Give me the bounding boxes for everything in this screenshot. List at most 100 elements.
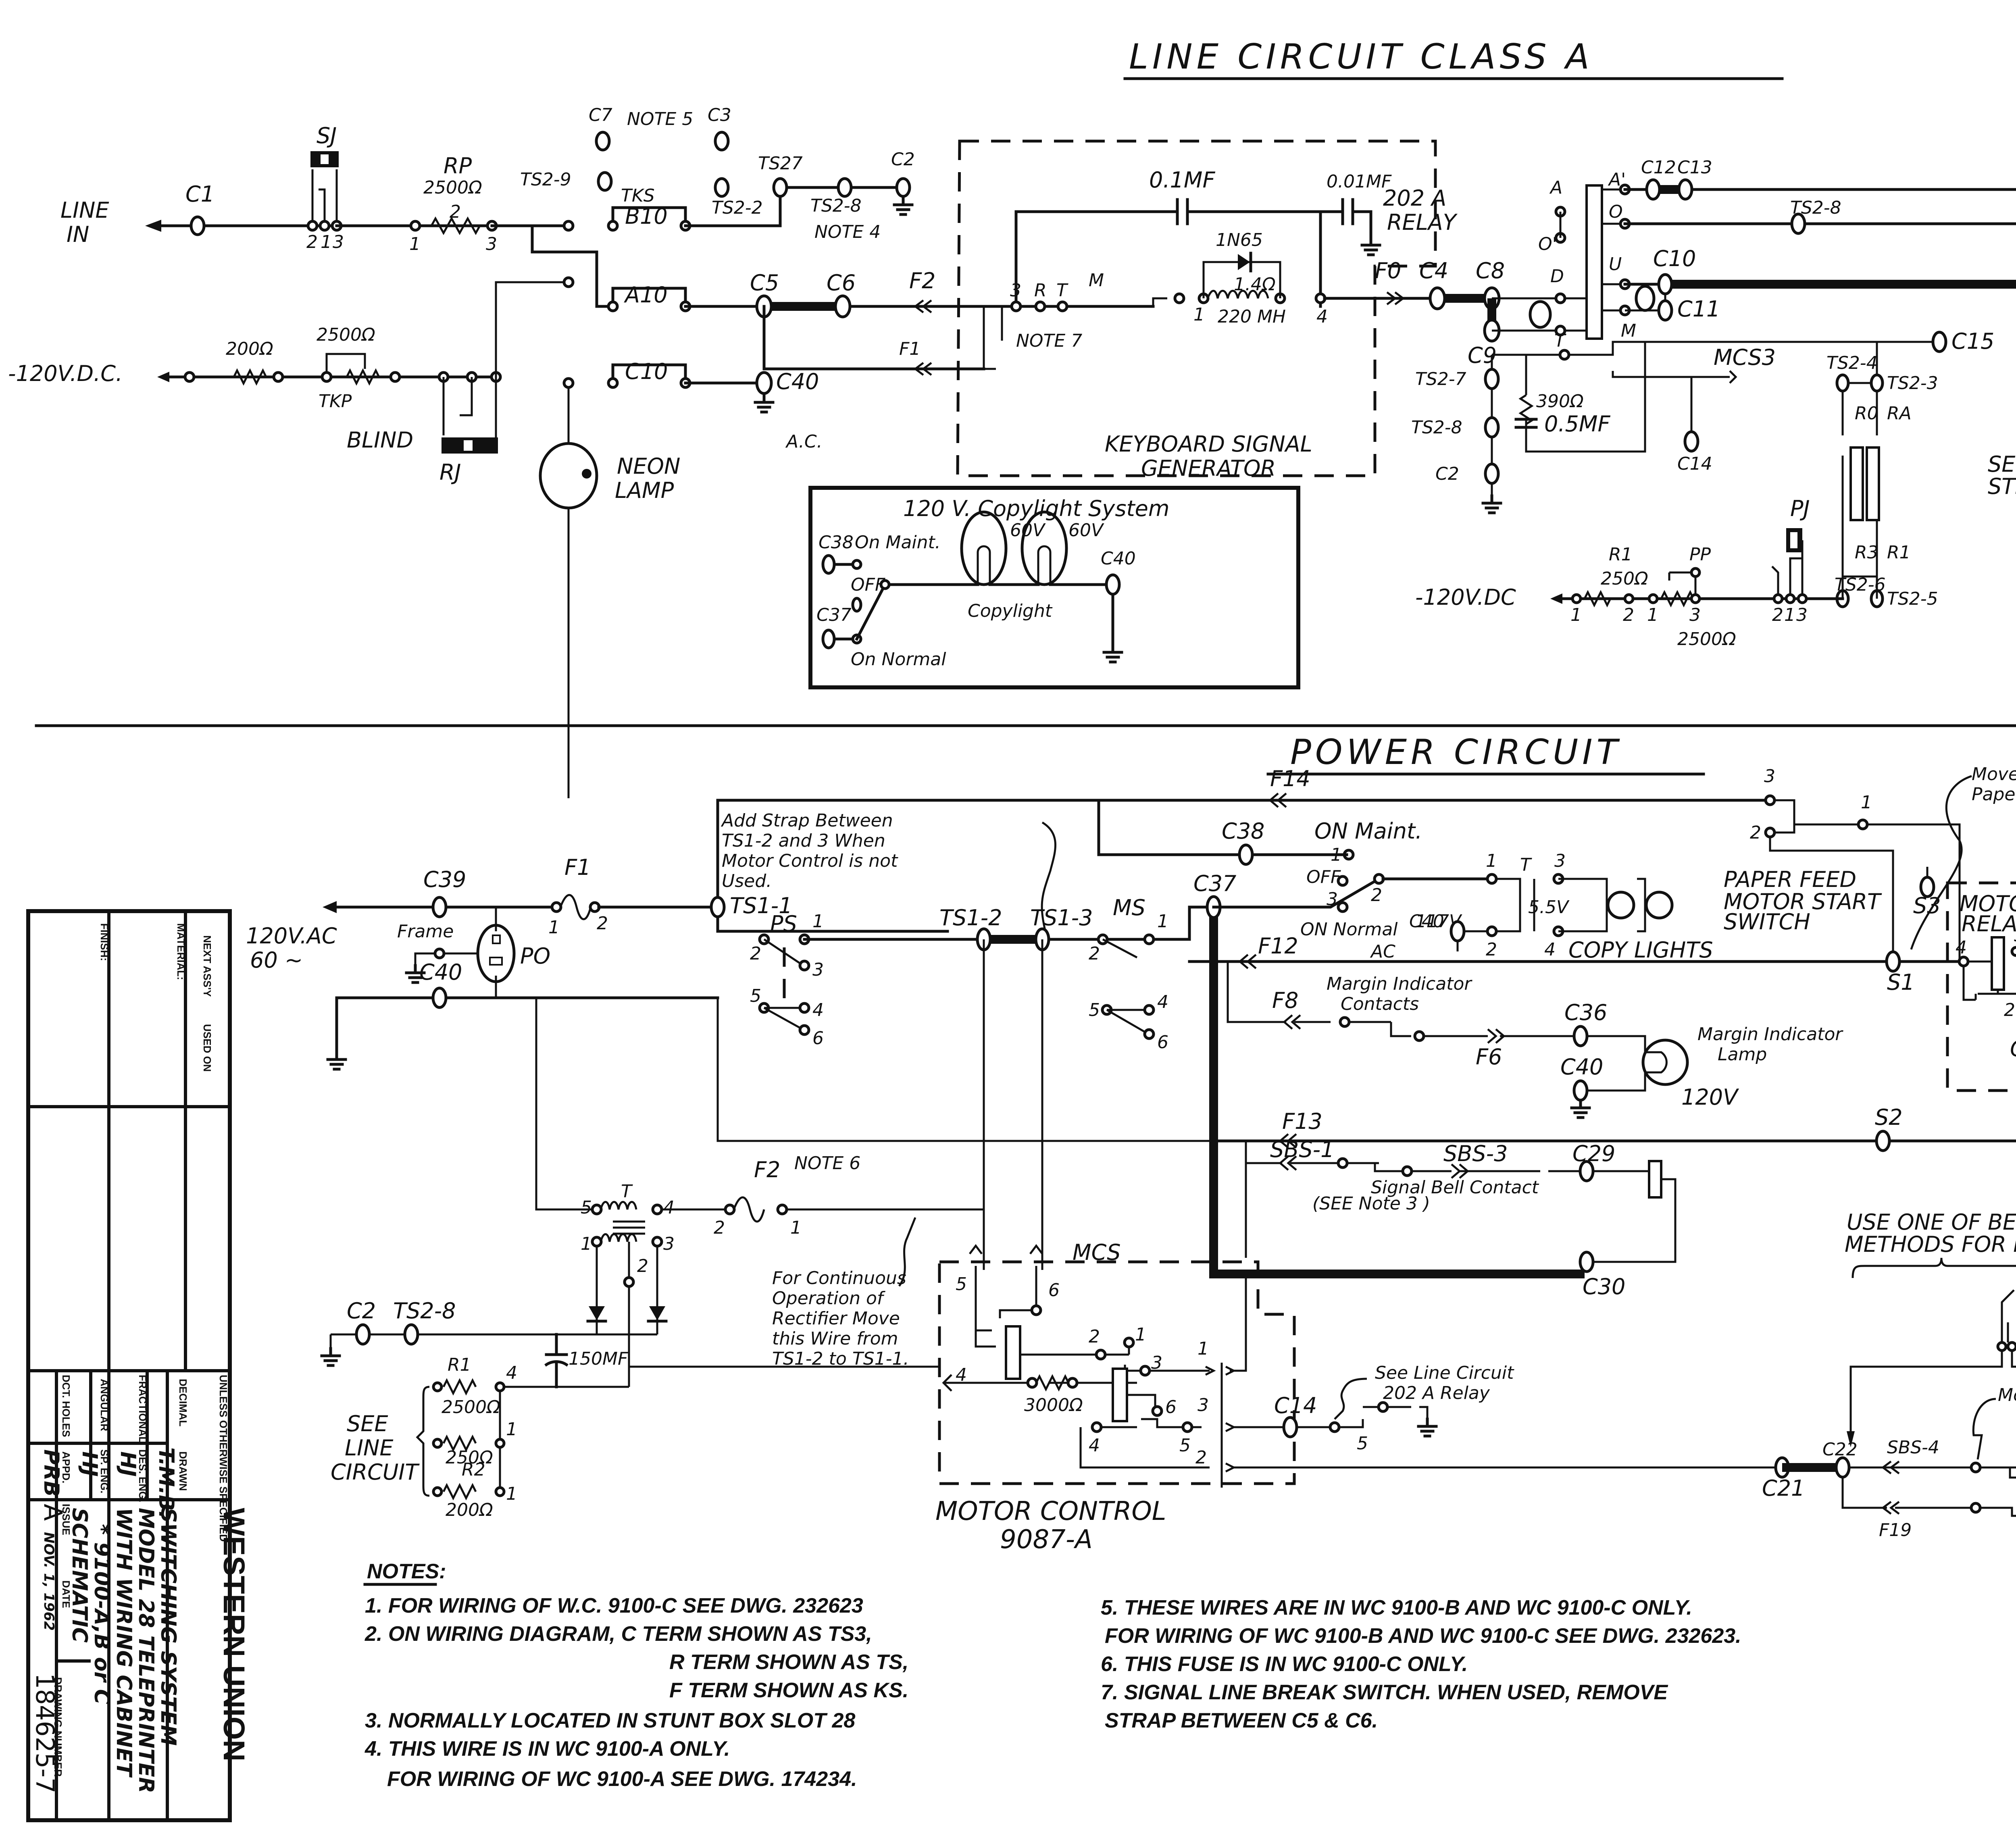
rectifier-note-3: Rectifier Move <box>772 1308 900 1329</box>
tolerance-label: UNLESS OTHERWISE SPECIFIED <box>217 1375 229 1542</box>
r1c-label: R1 <box>1609 544 1633 565</box>
m-label: M <box>1621 321 1636 341</box>
capacitor-label-2: CAPACITOR <box>2010 1036 2016 1061</box>
pin-label: 1 <box>506 1419 517 1440</box>
relay-coil-u-icon <box>1635 285 1656 312</box>
note-item: 4. THIS WIRE IS IN WC 9100-A ONLY. <box>364 1737 730 1761</box>
title-block: FINISH: MATERIAL: NEXT ASS'Y USED ON UNL… <box>26 909 251 1822</box>
c10-label: C10 <box>1653 246 1696 271</box>
pin-label: D <box>1550 266 1564 287</box>
r0-label: R0 <box>1855 403 1879 424</box>
use-one-label-1: USE ONE OF BELOW <box>1847 1209 2016 1235</box>
r2-label: R2 <box>462 1459 485 1480</box>
pin-label: 6 <box>1048 1280 1060 1301</box>
switch-c10-icon <box>611 363 687 385</box>
c14-power-label: C14 <box>1274 1393 1317 1418</box>
sp-eng-label: SP. ENG. <box>98 1449 110 1493</box>
r3-label: R3 <box>1855 542 1879 563</box>
pin-label: 1 <box>1861 792 1872 813</box>
pin-label: 1 <box>506 1484 517 1504</box>
switch-lever-icon <box>855 583 887 641</box>
ps-label: PS <box>770 911 797 937</box>
c5-label: C5 <box>750 270 779 296</box>
on-maint-label: ON Maint. <box>1314 818 1422 844</box>
note-item: 5. THESE WIRES ARE IN WC 9100-B AND WC 9… <box>1101 1596 1692 1619</box>
switch-ms-icon <box>1102 938 1146 1033</box>
mcs3-label: MCS3 <box>1714 345 1776 370</box>
pin-label: 4 <box>1157 992 1168 1012</box>
pin-label: 1 <box>1784 605 1795 625</box>
drawn-value: T.M.B. <box>154 1447 178 1519</box>
neg120-label: -120V.D.C. <box>8 361 123 386</box>
relay-label-2: RELAY <box>1962 911 2016 937</box>
appd-value: PRB <box>39 1449 63 1497</box>
resistor-250-icon <box>1583 590 1612 608</box>
selector-label-2: STRAPPED FOR 70 MIL. OPR. <box>1988 474 2016 499</box>
pin-label: 1 <box>1135 1324 1146 1345</box>
diode-label: 1N65 <box>1216 230 1263 250</box>
s2-label: S2 <box>1875 1105 1903 1130</box>
see-line-202a-2: 202 A Relay <box>1383 1383 1490 1403</box>
arrow-icon <box>157 372 169 382</box>
pin-label: 3 <box>663 1234 675 1254</box>
c2-power-label: C2 <box>347 1298 376 1324</box>
pf-switch-label-2: MOTOR START <box>1724 889 1882 914</box>
c21-label: C21 <box>1762 1476 1805 1501</box>
pin-label: 2 <box>1089 1326 1100 1347</box>
issue-value: A <box>38 1504 68 1521</box>
lmu3-box <box>1946 881 2016 1092</box>
ksg-title-1: KEYBOARD SIGNAL <box>1105 431 1312 457</box>
see-line-202a-1: See Line Circuit <box>1375 1363 1514 1383</box>
signal-bell-label: Signal Bell Contact <box>1371 1177 1539 1198</box>
f0-label: F0 <box>1375 258 1401 283</box>
switch-a10-icon <box>611 287 687 308</box>
line-in-label-2: IN <box>67 222 89 247</box>
drawing-number: 184625-7 <box>30 1673 60 1794</box>
appd-label: APPD. <box>60 1451 72 1483</box>
pin-label: 5 <box>956 1274 967 1295</box>
pin-label: 3 <box>333 232 344 252</box>
transformer-t-icon <box>600 1201 637 1210</box>
line-circuit-section: LINE CIRCUIT CLASS A LINE IN C1 SJ 2 1 3… <box>8 37 2016 798</box>
note6-label: NOTE 6 <box>794 1153 860 1174</box>
c38-label: C38 <box>1222 818 1264 844</box>
line-circuit-title: LINE CIRCUIT CLASS A <box>1129 37 1593 77</box>
on-maint-label: On Maint. <box>855 532 941 553</box>
copylight-label: Copylight <box>968 601 1053 621</box>
dct-holes-label: DCT. HOLES <box>60 1375 72 1437</box>
pin-label: 2 <box>597 913 608 934</box>
neon-lamp-label-1: NEON <box>617 454 680 479</box>
connector-sbs1-icon <box>1279 1155 1297 1171</box>
ts2-5-label: TS2-5 <box>1887 589 1938 609</box>
pin-label: 2 <box>1195 1447 1207 1468</box>
res3000-label: 3000Ω <box>1024 1395 1083 1415</box>
pin-label: 3 <box>1198 1395 1209 1415</box>
f2-power-label: F2 <box>754 1157 780 1182</box>
c1-label: C1 <box>185 181 215 207</box>
pin-label: 5 <box>1089 1000 1100 1020</box>
c30-label: C30 <box>1583 1274 1625 1299</box>
pin-label: 1 <box>1486 851 1497 871</box>
lamp1-label: 60V <box>1010 520 1046 541</box>
s1-label: S1 <box>1887 970 1915 995</box>
connector-f2-icon <box>913 300 932 313</box>
transformer-t-label: T <box>621 1181 633 1202</box>
diode-1n65-icon <box>1238 254 1250 270</box>
c14-label: C14 <box>1677 454 1712 474</box>
t-label: T <box>1554 331 1566 351</box>
capacitor-01mf-icon <box>1176 198 1189 225</box>
pin-label: 1 <box>1570 605 1582 625</box>
c3-label: C3 <box>708 105 731 125</box>
r200-label: 200Ω <box>226 339 273 359</box>
resistor-3000-icon <box>1035 1374 1070 1392</box>
ts1-1-label: TS1-1 <box>730 893 792 918</box>
c12-label: C12 <box>1641 157 1676 178</box>
ac-in-label-1: 120V.AC <box>246 923 337 949</box>
connector-f14-icon <box>1268 793 1287 808</box>
resistor-200-icon <box>233 368 267 386</box>
pin-label: T <box>1056 280 1068 301</box>
ra-label: RA <box>1887 403 1912 424</box>
c15-label: C15 <box>1951 329 1994 354</box>
arrow-icon <box>1847 1431 1855 1447</box>
ts2-8-label: TS2-8 <box>810 196 862 216</box>
